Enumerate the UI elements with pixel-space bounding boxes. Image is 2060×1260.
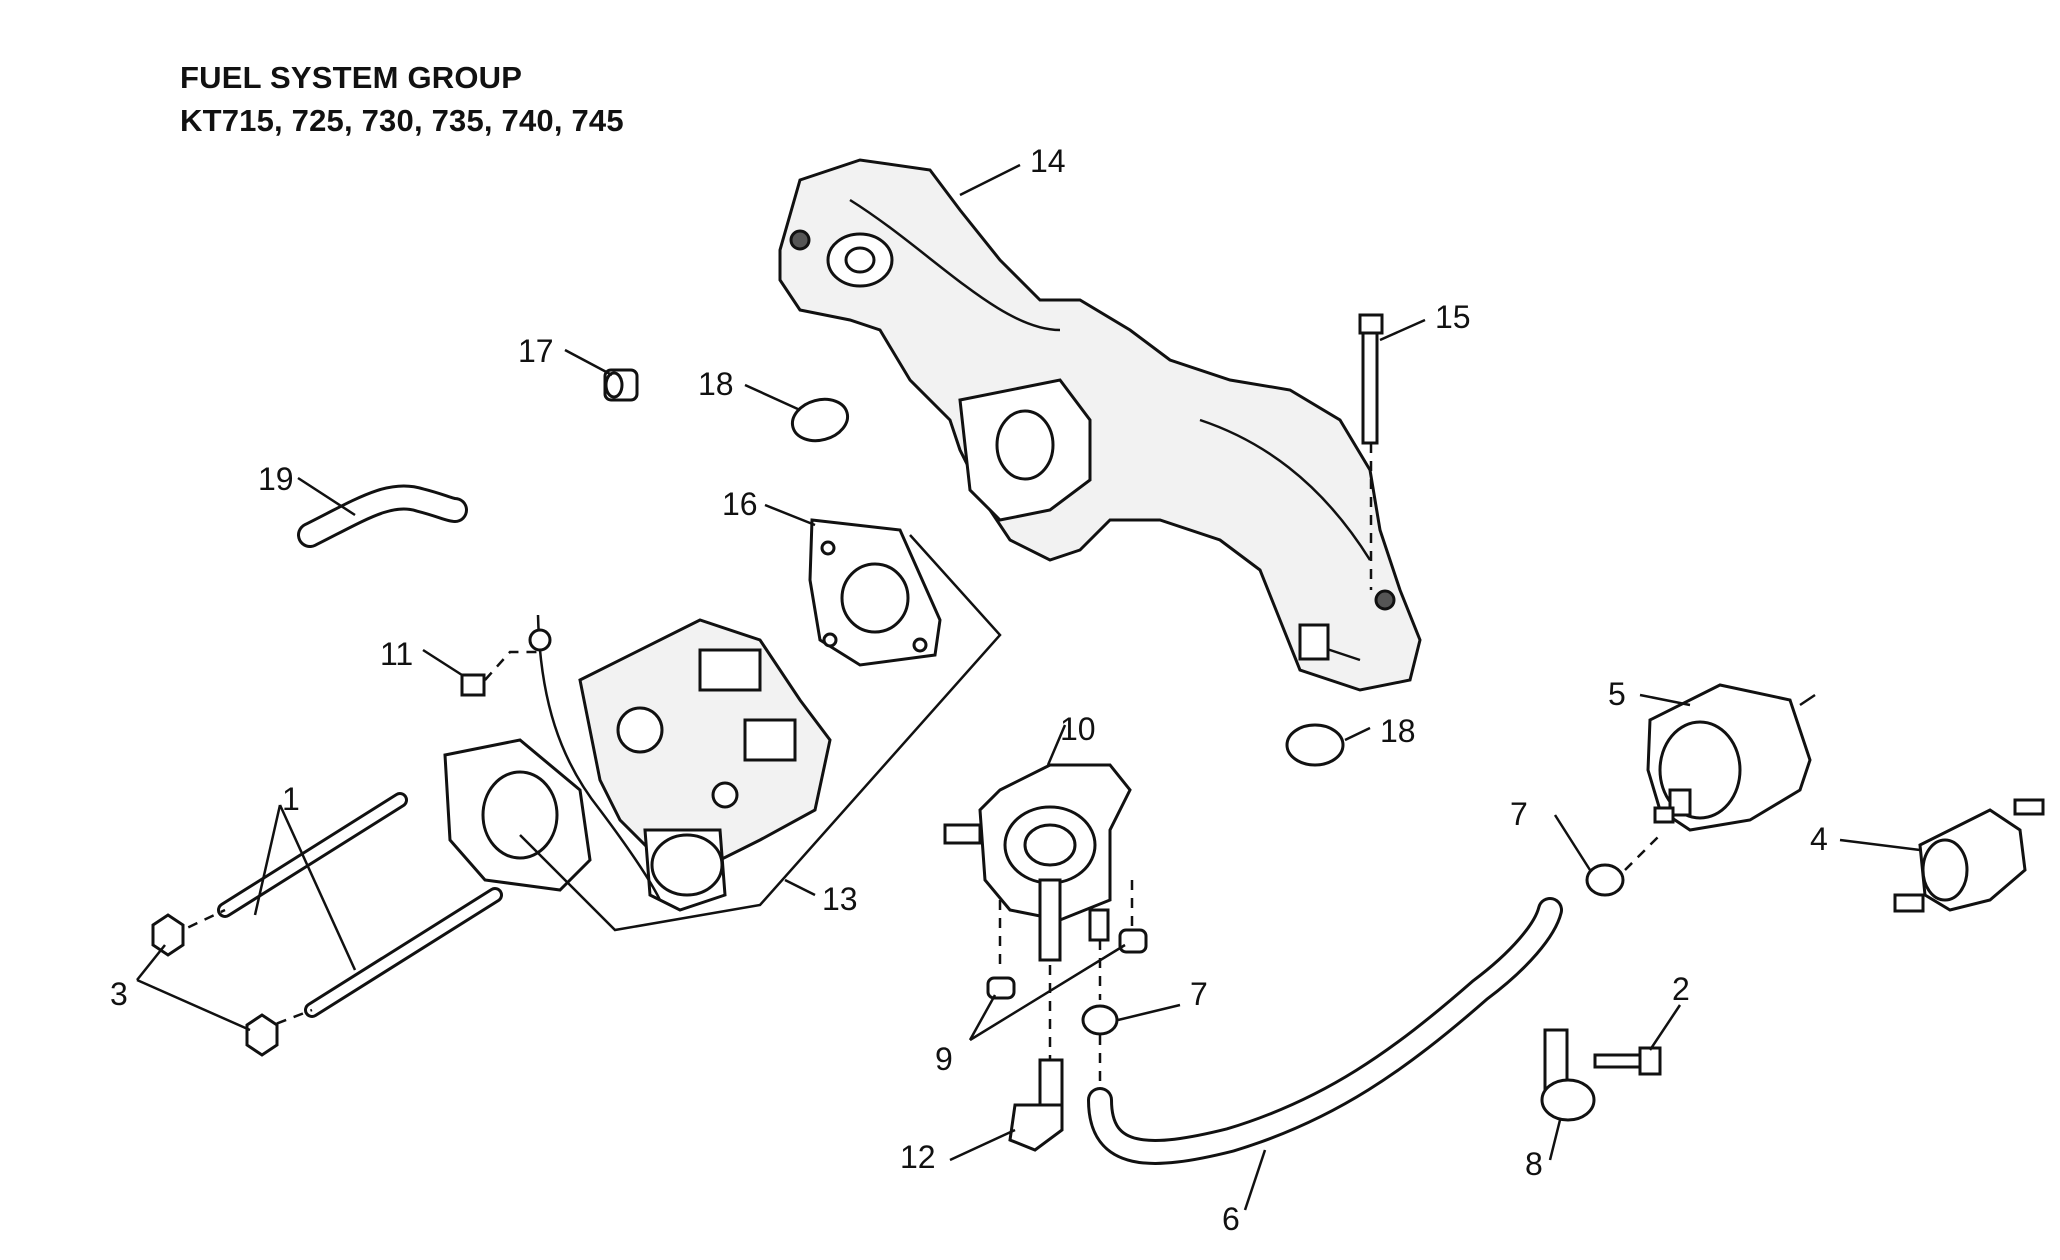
callout-18-upper: 18	[698, 366, 734, 402]
elbow-fitting-part	[1008, 965, 1064, 1152]
callout-3: 3	[110, 976, 128, 1012]
stud-upper-part	[217, 792, 408, 918]
intake-manifold-part	[778, 158, 1422, 692]
callout-18-lower: 18	[1380, 713, 1416, 749]
screw-9-right-part	[1118, 880, 1148, 954]
o-ring-lower-part	[1285, 723, 1345, 767]
inline-fuel-filter-part	[1893, 798, 2045, 913]
screw-9-left-part	[986, 900, 1016, 1000]
o-ring-upper-part	[790, 397, 850, 443]
callout-7-upper: 7	[1510, 796, 1528, 832]
callout-5: 5	[1608, 676, 1626, 712]
carburetor-assembly-part	[443, 534, 1002, 932]
screw-2-part	[1593, 1046, 1662, 1076]
nut-3-upper-part	[151, 913, 185, 957]
callout-16: 16	[722, 486, 758, 522]
callout-6: 6	[1222, 1201, 1240, 1237]
hose-clamp-lower-part	[1081, 940, 1119, 1036]
callout-15: 15	[1435, 299, 1471, 335]
callout-10: 10	[1060, 711, 1096, 747]
fuel-line-part	[1087, 897, 1563, 1165]
callout-17: 17	[518, 333, 554, 369]
hose-clamp-upper-part	[1585, 834, 1661, 897]
bolt-part	[1358, 313, 1384, 590]
callout-13: 13	[822, 881, 858, 917]
callout-7-lower: 7	[1190, 976, 1208, 1012]
callout-9: 9	[935, 1041, 953, 1077]
callout-14: 14	[1030, 143, 1066, 179]
callout-1: 1	[282, 781, 300, 817]
gasket-part	[808, 518, 942, 667]
diagram-title: FUEL SYSTEM GROUP	[180, 60, 523, 95]
line-clip-part	[1540, 1028, 1596, 1122]
vent-hose-part	[297, 484, 468, 548]
nut-part	[603, 368, 639, 402]
screw-11-part	[460, 628, 552, 697]
callout-11: 11	[380, 636, 413, 672]
callout-4: 4	[1810, 821, 1828, 857]
model-list: KT715, 725, 730, 735, 740, 745	[180, 103, 624, 138]
callout-leaders	[136, 163, 1921, 1211]
fuel-pump-part	[943, 763, 1132, 962]
callout-8: 8	[1525, 1146, 1543, 1182]
nut-3-lower-part	[245, 1013, 279, 1057]
fuel-filter-part	[1646, 683, 1816, 832]
callout-19: 19	[258, 461, 294, 497]
callout-12: 12	[900, 1139, 936, 1175]
callout-2: 2	[1672, 971, 1690, 1007]
